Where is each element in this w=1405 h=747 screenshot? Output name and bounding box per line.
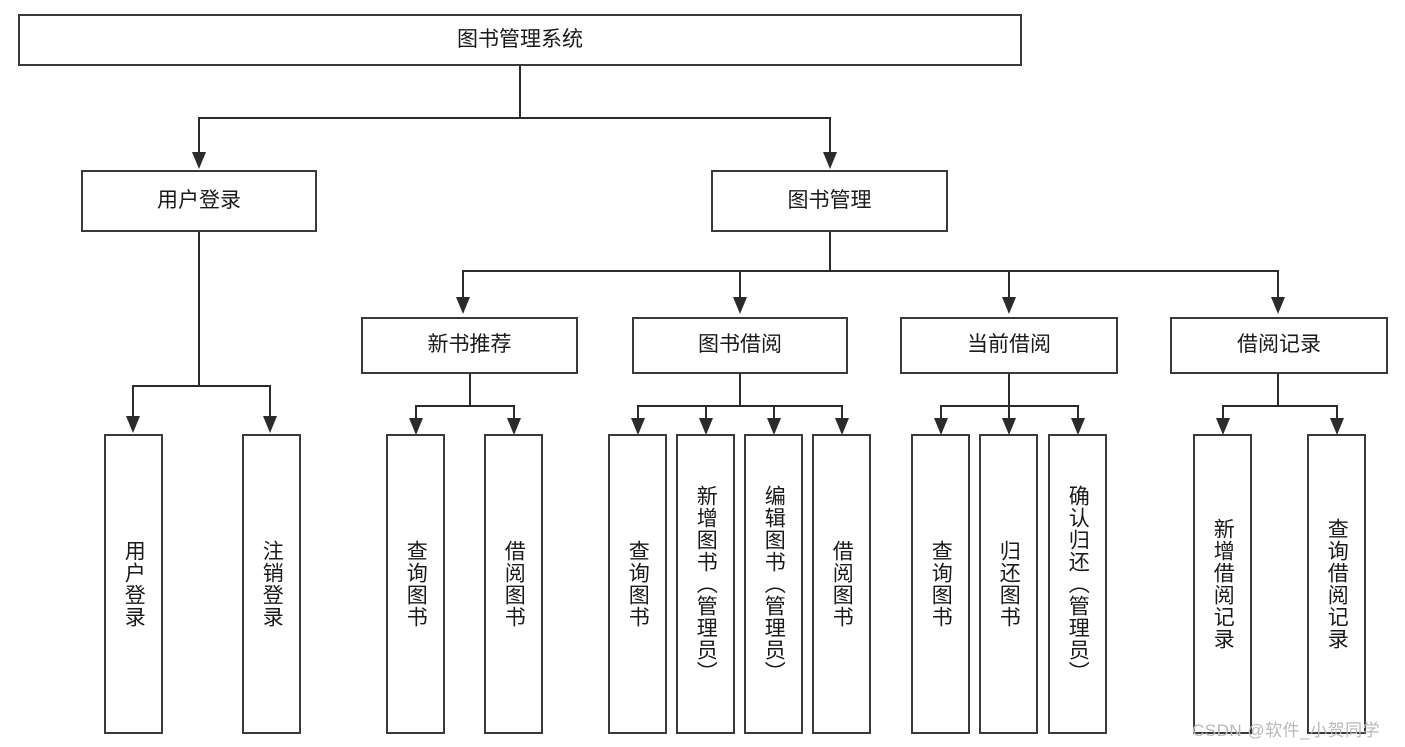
connector-to-new-book-recommend [462,270,464,298]
connector-book-management-stem [829,232,831,271]
leaf-query-book-new-recommend[interactable]: 查询图书 [386,434,445,734]
leaf-label: 查询借阅记录 [1325,518,1349,650]
arrowhead-leaf-borrow-book-2 [835,418,849,435]
leaf-label: 借阅图书 [502,540,526,628]
arrowhead-leaf-edit-book [767,418,781,435]
connector-current-borrow-drop-3 [1077,405,1079,419]
connector-to-borrow-record [1277,270,1279,298]
leaf-label: 编辑图书（管理员） [762,485,786,683]
connector-book-borrow-drop-3 [773,405,775,419]
arrowhead-to-book-management [823,152,837,169]
connector-to-current-borrow [1008,270,1010,298]
connector-borrow-record-drop-2 [1336,405,1338,419]
arrowhead-to-book-borrow [733,297,747,314]
leaf-user-login[interactable]: 用户登录 [104,434,163,734]
arrowhead-leaf-query-book-1 [409,418,423,435]
arrowhead-leaf-query-record [1330,418,1344,435]
leaf-label: 归还图书 [997,540,1021,628]
leaf-label: 用户登录 [122,540,146,628]
leaf-label: 新增借阅记录 [1211,518,1235,650]
connector-to-book-management [829,117,831,153]
node-current-borrow[interactable]: 当前借阅 [900,317,1118,374]
connector-book-borrow-stem [739,374,741,406]
connector-current-borrow-drop-1 [940,405,942,419]
connector-new-book-drop-2 [513,405,515,419]
leaf-label: 查询图书 [404,540,428,628]
leaf-label: 注销登录 [260,540,284,628]
leaf-edit-book-admin[interactable]: 编辑图书（管理员） [744,434,803,734]
arrowhead-leaf-add-book [699,418,713,435]
leaf-label: 查询图书 [626,540,650,628]
connector-borrow-record-stem [1277,374,1279,406]
arrowhead-leaf-return-book [1002,418,1016,435]
connector-borrow-record-bus [1222,405,1336,407]
node-label: 新书推荐 [427,333,512,357]
connector-book-borrow-bus [637,405,842,407]
node-label: 图书借阅 [698,333,782,357]
connector-new-book-stem [469,374,471,406]
connector-current-borrow-drop-2 [1008,405,1010,419]
connector-book-borrow-drop-2 [705,405,707,419]
node-label: 用户登录 [157,188,241,212]
arrowhead-leaf-user-login [126,416,140,433]
connector-root-stem [519,66,521,118]
node-new-book-recommend[interactable]: 新书推荐 [361,317,578,374]
connector-to-user-login [198,117,200,153]
leaf-label: 查询图书 [929,540,953,628]
leaf-add-book-admin[interactable]: 新增图书（管理员） [676,434,735,734]
leaf-label: 确认归还（管理员） [1066,485,1090,683]
connector-to-book-borrow [739,270,741,298]
connector-level2-bus [198,117,831,119]
node-user-login[interactable]: 用户登录 [81,170,317,232]
connector-borrow-record-drop-1 [1222,405,1224,419]
leaf-borrow-book[interactable]: 借阅图书 [812,434,871,734]
leaf-query-book-borrow[interactable]: 查询图书 [608,434,667,734]
connector-user-login-drop-1 [132,385,134,417]
leaf-user-logout[interactable]: 注销登录 [242,434,301,734]
connector-new-book-drop-1 [415,405,417,419]
arrowhead-to-borrow-record [1271,297,1285,314]
node-label: 借阅记录 [1237,333,1321,357]
node-book-borrow[interactable]: 图书借阅 [632,317,848,374]
node-label: 当前借阅 [967,333,1051,357]
arrowhead-to-user-login [192,152,206,169]
arrowhead-to-current-borrow [1002,297,1016,314]
arrowhead-leaf-user-logout [263,416,277,433]
leaf-borrow-book-new-recommend[interactable]: 借阅图书 [484,434,543,734]
arrowhead-leaf-confirm-return [1071,418,1085,435]
connector-book-borrow-drop-4 [841,405,843,419]
arrowhead-to-new-book-recommend [456,297,470,314]
connector-book-borrow-drop-1 [637,405,639,419]
leaf-return-book[interactable]: 归还图书 [979,434,1038,734]
leaf-label: 借阅图书 [830,540,854,628]
node-borrow-record[interactable]: 借阅记录 [1170,317,1388,374]
node-root-book-management-system[interactable]: 图书管理系统 [18,14,1022,66]
connector-user-login-stem [198,232,200,386]
arrowhead-leaf-add-record [1216,418,1230,435]
node-label: 图书管理系统 [457,27,583,51]
connector-new-book-bus [415,405,514,407]
arrowhead-leaf-query-book-3 [934,418,948,435]
node-book-management[interactable]: 图书管理 [711,170,948,232]
connector-user-login-drop-2 [269,385,271,417]
leaf-confirm-return-admin[interactable]: 确认归还（管理员） [1048,434,1107,734]
leaf-add-borrow-record[interactable]: 新增借阅记录 [1193,434,1252,734]
connector-user-login-bus [132,385,269,387]
leaf-query-book-current[interactable]: 查询图书 [911,434,970,734]
leaf-label: 新增图书（管理员） [694,485,718,683]
arrowhead-leaf-borrow-book-1 [507,418,521,435]
node-label: 图书管理 [787,188,872,212]
connector-current-borrow-stem [1008,374,1010,406]
arrowhead-leaf-query-book-2 [631,418,645,435]
leaf-query-borrow-record[interactable]: 查询借阅记录 [1307,434,1366,734]
connector-level3-bus [462,270,1279,272]
